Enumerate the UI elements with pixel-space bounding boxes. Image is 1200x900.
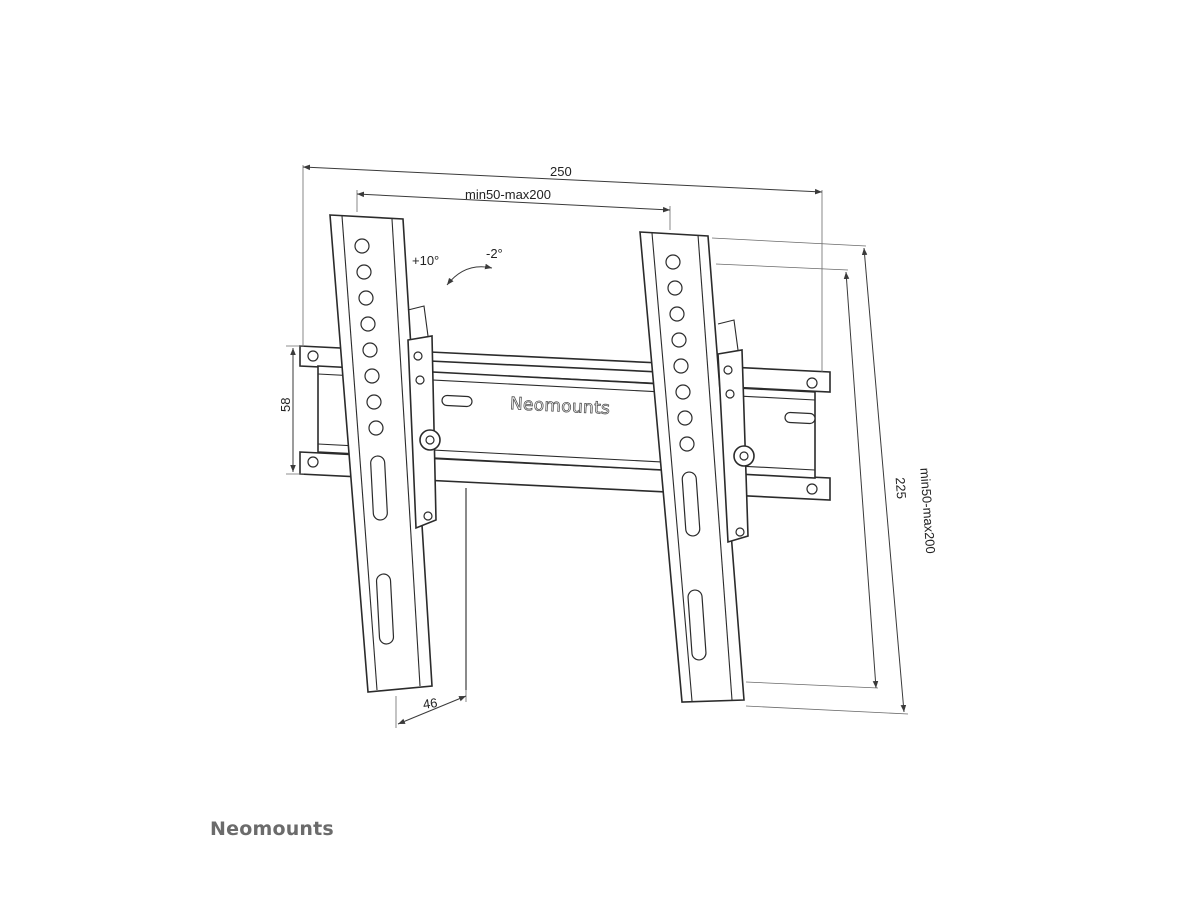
overall-width-label: 250 (550, 164, 572, 179)
vesa-width-label: min50-max200 (465, 187, 551, 202)
wall-distance-label: 46 (422, 695, 438, 712)
plate-height-label: 58 (278, 398, 293, 412)
left-vertical-arm (329, 214, 441, 693)
brand-logo: Neomounts (210, 818, 334, 840)
screw-hole-bottom-right (806, 483, 818, 495)
screw-hole-top-right (806, 377, 818, 389)
right-vertical-arm (639, 231, 755, 703)
dimension-overall-height: 225 (711, 237, 909, 715)
left-arm-holes (354, 238, 384, 436)
right-arm-holes (665, 254, 695, 452)
screw-hole-bottom-left (307, 456, 319, 468)
overall-height-label: 225 (893, 477, 909, 500)
tilt-up-label: +10° (412, 253, 439, 268)
dimension-vesa-width: min50-max200 (356, 187, 671, 230)
dimension-plate-height: 58 (278, 345, 304, 475)
tilt-down-label: -2° (486, 246, 503, 261)
vesa-height-label: min50-max200 (917, 467, 938, 554)
tilt-indicator: +10° -2° (412, 246, 503, 286)
dimension-vesa-height: min50-max200 (715, 263, 938, 689)
dimension-overall-width: 250 (302, 164, 823, 372)
slot-left (441, 394, 473, 408)
dimension-wall-distance: 46 (395, 690, 467, 728)
slot-right (784, 411, 816, 425)
screw-hole-top-left (307, 350, 319, 362)
